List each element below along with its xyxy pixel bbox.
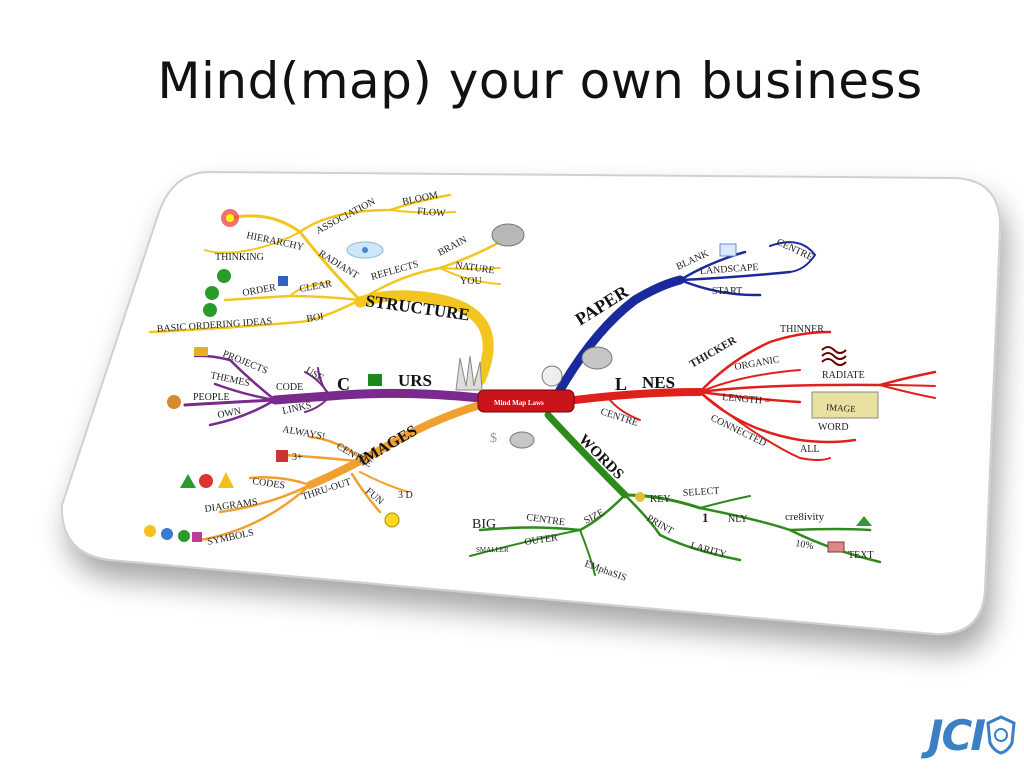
- folder-icon: [194, 347, 208, 356]
- node-big: BIG: [472, 517, 496, 532]
- colour-swatch-icon: [368, 374, 382, 386]
- node-people: PEOPLE: [193, 392, 230, 403]
- node-radiate: RADIATE: [822, 370, 865, 381]
- node-thinner: THINNER: [780, 324, 824, 335]
- node-key: KEY: [650, 494, 671, 505]
- central-knife: [477, 389, 575, 413]
- center-brain-icon: [581, 346, 613, 370]
- symbol-icon-1: [144, 525, 156, 537]
- node-urs: URS: [398, 371, 432, 390]
- symbol-icon-4: [192, 532, 202, 542]
- node-you: YOU: [460, 276, 482, 287]
- node-thinking: THINKING: [215, 252, 264, 263]
- no-entry-icon: [199, 474, 213, 488]
- symbol-icon-3: [178, 530, 190, 542]
- node-code: CODE: [276, 382, 303, 393]
- logo-text: JCI: [927, 710, 986, 760]
- node-one: 1: [702, 510, 709, 525]
- node-landscape: LANDSCAPE: [699, 262, 759, 277]
- order-icon-1: [217, 269, 231, 283]
- lower-brain-icon: [509, 431, 535, 449]
- node-nly: NLY: [728, 514, 748, 525]
- text-book-icon: [827, 541, 845, 553]
- node-smaller: SMALLER: [476, 546, 509, 554]
- central-label: Mind Map Laws: [494, 399, 544, 407]
- order-icon-2: [205, 286, 219, 300]
- node-boi: BOI: [306, 311, 325, 325]
- node-all: ALL: [800, 444, 819, 455]
- wavy-lines-icon: [821, 346, 847, 366]
- shield-icon: [986, 715, 1016, 755]
- node-word: WORD: [818, 422, 849, 433]
- blank-page-icon: [719, 243, 737, 257]
- clock-icon: [541, 365, 563, 387]
- node-length: LENGTH =: [722, 392, 771, 407]
- node-three-d: 3 D: [398, 490, 413, 501]
- brain-icon: [491, 223, 525, 247]
- branch-images: [198, 401, 484, 542]
- caution-icon: [218, 472, 234, 488]
- node-ten-pct: 10%: [794, 538, 814, 552]
- node-flow: FLOW: [417, 206, 447, 219]
- central-image: Mind Map Laws $: [455, 346, 613, 449]
- node-text: TEXT: [848, 550, 874, 561]
- node-nature: NATURE: [455, 260, 496, 276]
- node-nes: NES: [642, 373, 675, 392]
- node-outer: OUTER: [524, 532, 559, 548]
- node-own: OWN: [217, 406, 242, 421]
- people-icon: [167, 395, 181, 409]
- node-c: C: [337, 374, 350, 394]
- node-l: L: [615, 374, 627, 394]
- slide-title: Mind(map) your own business: [157, 52, 923, 110]
- flag-icon: [278, 276, 288, 286]
- key-icon: [635, 492, 645, 502]
- structure-icons: [203, 209, 525, 317]
- symbol-icon-2: [161, 528, 173, 540]
- dollar-icon: $: [490, 431, 497, 446]
- node-three-plus: 3+: [292, 452, 303, 463]
- node-start: START: [712, 286, 742, 297]
- up-arrow-icon: [856, 516, 872, 526]
- order-icon-3: [203, 303, 217, 317]
- node-image: IMAGE: [826, 402, 857, 414]
- crayons-icon: [276, 450, 288, 462]
- node-codes: CODES: [252, 476, 286, 491]
- branch-paper: [555, 241, 817, 395]
- hand-icon: [455, 355, 483, 391]
- branch-lines: [571, 330, 937, 461]
- image-envelope-icon: [811, 391, 879, 419]
- branch-structure: [148, 193, 502, 386]
- node-creativity: cre8ivity: [785, 511, 825, 523]
- jci-logo: JCI: [927, 710, 1016, 760]
- branch-words: [469, 411, 882, 576]
- node-select: SELECT: [682, 485, 719, 499]
- smiley-icon: [384, 512, 400, 528]
- node-words-centre: CENTRE: [526, 512, 566, 528]
- warning-icon: [180, 474, 196, 488]
